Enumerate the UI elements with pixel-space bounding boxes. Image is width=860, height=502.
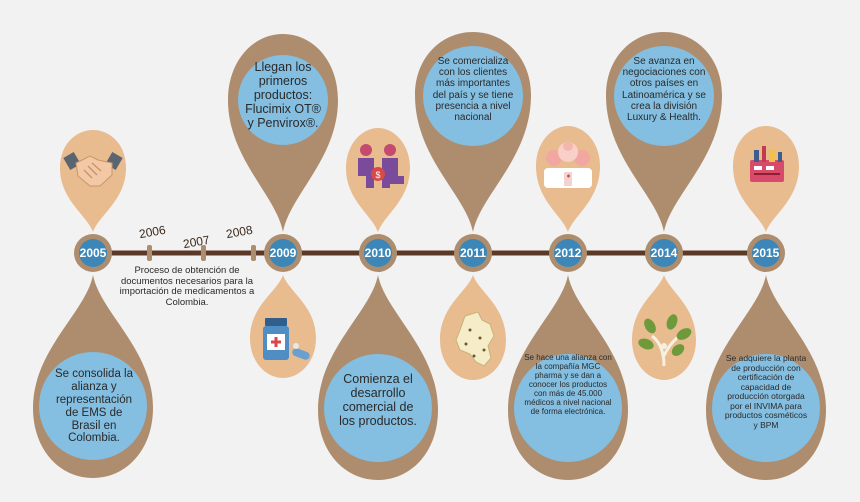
pin-up-2011 (415, 32, 531, 232)
partners-icon: $ (358, 144, 404, 188)
svg-text:2005: 2005 (80, 246, 107, 260)
minor-year-2007: 2007 (182, 233, 211, 251)
svg-text:2010: 2010 (365, 246, 392, 260)
doctors-icon (544, 141, 592, 188)
svg-text:2012: 2012 (555, 246, 582, 260)
medicine-bottle-icon (263, 318, 310, 360)
event-2012-text: Se hace una alianza con la compañía MGC … (524, 353, 612, 416)
svg-text:$: $ (375, 170, 380, 180)
minor-year-2008: 2008 (225, 223, 254, 241)
cosmetics-icon (750, 146, 784, 182)
year-node-2011: 2011 (454, 234, 492, 272)
event-2015-text: Se adquiere la planta de producción con … (724, 353, 808, 430)
year-node-2014: 2014 (645, 234, 683, 272)
year-node-2015: 2015 (747, 234, 785, 272)
plant-icon (638, 314, 692, 367)
pin-down-2010 (318, 275, 438, 480)
svg-text:2015: 2015 (753, 246, 780, 260)
event-2011-text: Se comercializa con los clientes más imp… (432, 56, 514, 123)
pin-up-2014 (606, 32, 722, 232)
pin-up-2009 (228, 34, 338, 232)
svg-text:2009: 2009 (270, 246, 297, 260)
note-2006-2008: Proceso de obtención de documentos neces… (119, 265, 255, 308)
event-2010-text: Comienza el desarrollo comercial de los … (339, 372, 417, 428)
minor-ticks (147, 245, 256, 261)
year-node-2012: 2012 (549, 234, 587, 272)
pin-down-2005 (33, 275, 153, 478)
pin-down-2012 (508, 275, 628, 480)
minor-year-2006: 2006 (138, 223, 167, 241)
year-node-2005: 2005 (74, 234, 112, 272)
svg-text:2014: 2014 (651, 246, 678, 260)
handshake-icon (63, 151, 123, 187)
pin-down-2015 (706, 275, 826, 480)
event-2009-text: Llegan los primeros productos: Flucimix … (245, 60, 321, 130)
colombia-map-icon (455, 311, 495, 367)
event-2014-text: Se avanza en negociaciones con otros paí… (622, 56, 706, 123)
year-node-2009: 2009 (264, 234, 302, 272)
event-2005-text: Se consolida la alianza y representación… (55, 368, 133, 445)
year-node-2010: 2010 (359, 234, 397, 272)
svg-text:2011: 2011 (460, 246, 486, 260)
